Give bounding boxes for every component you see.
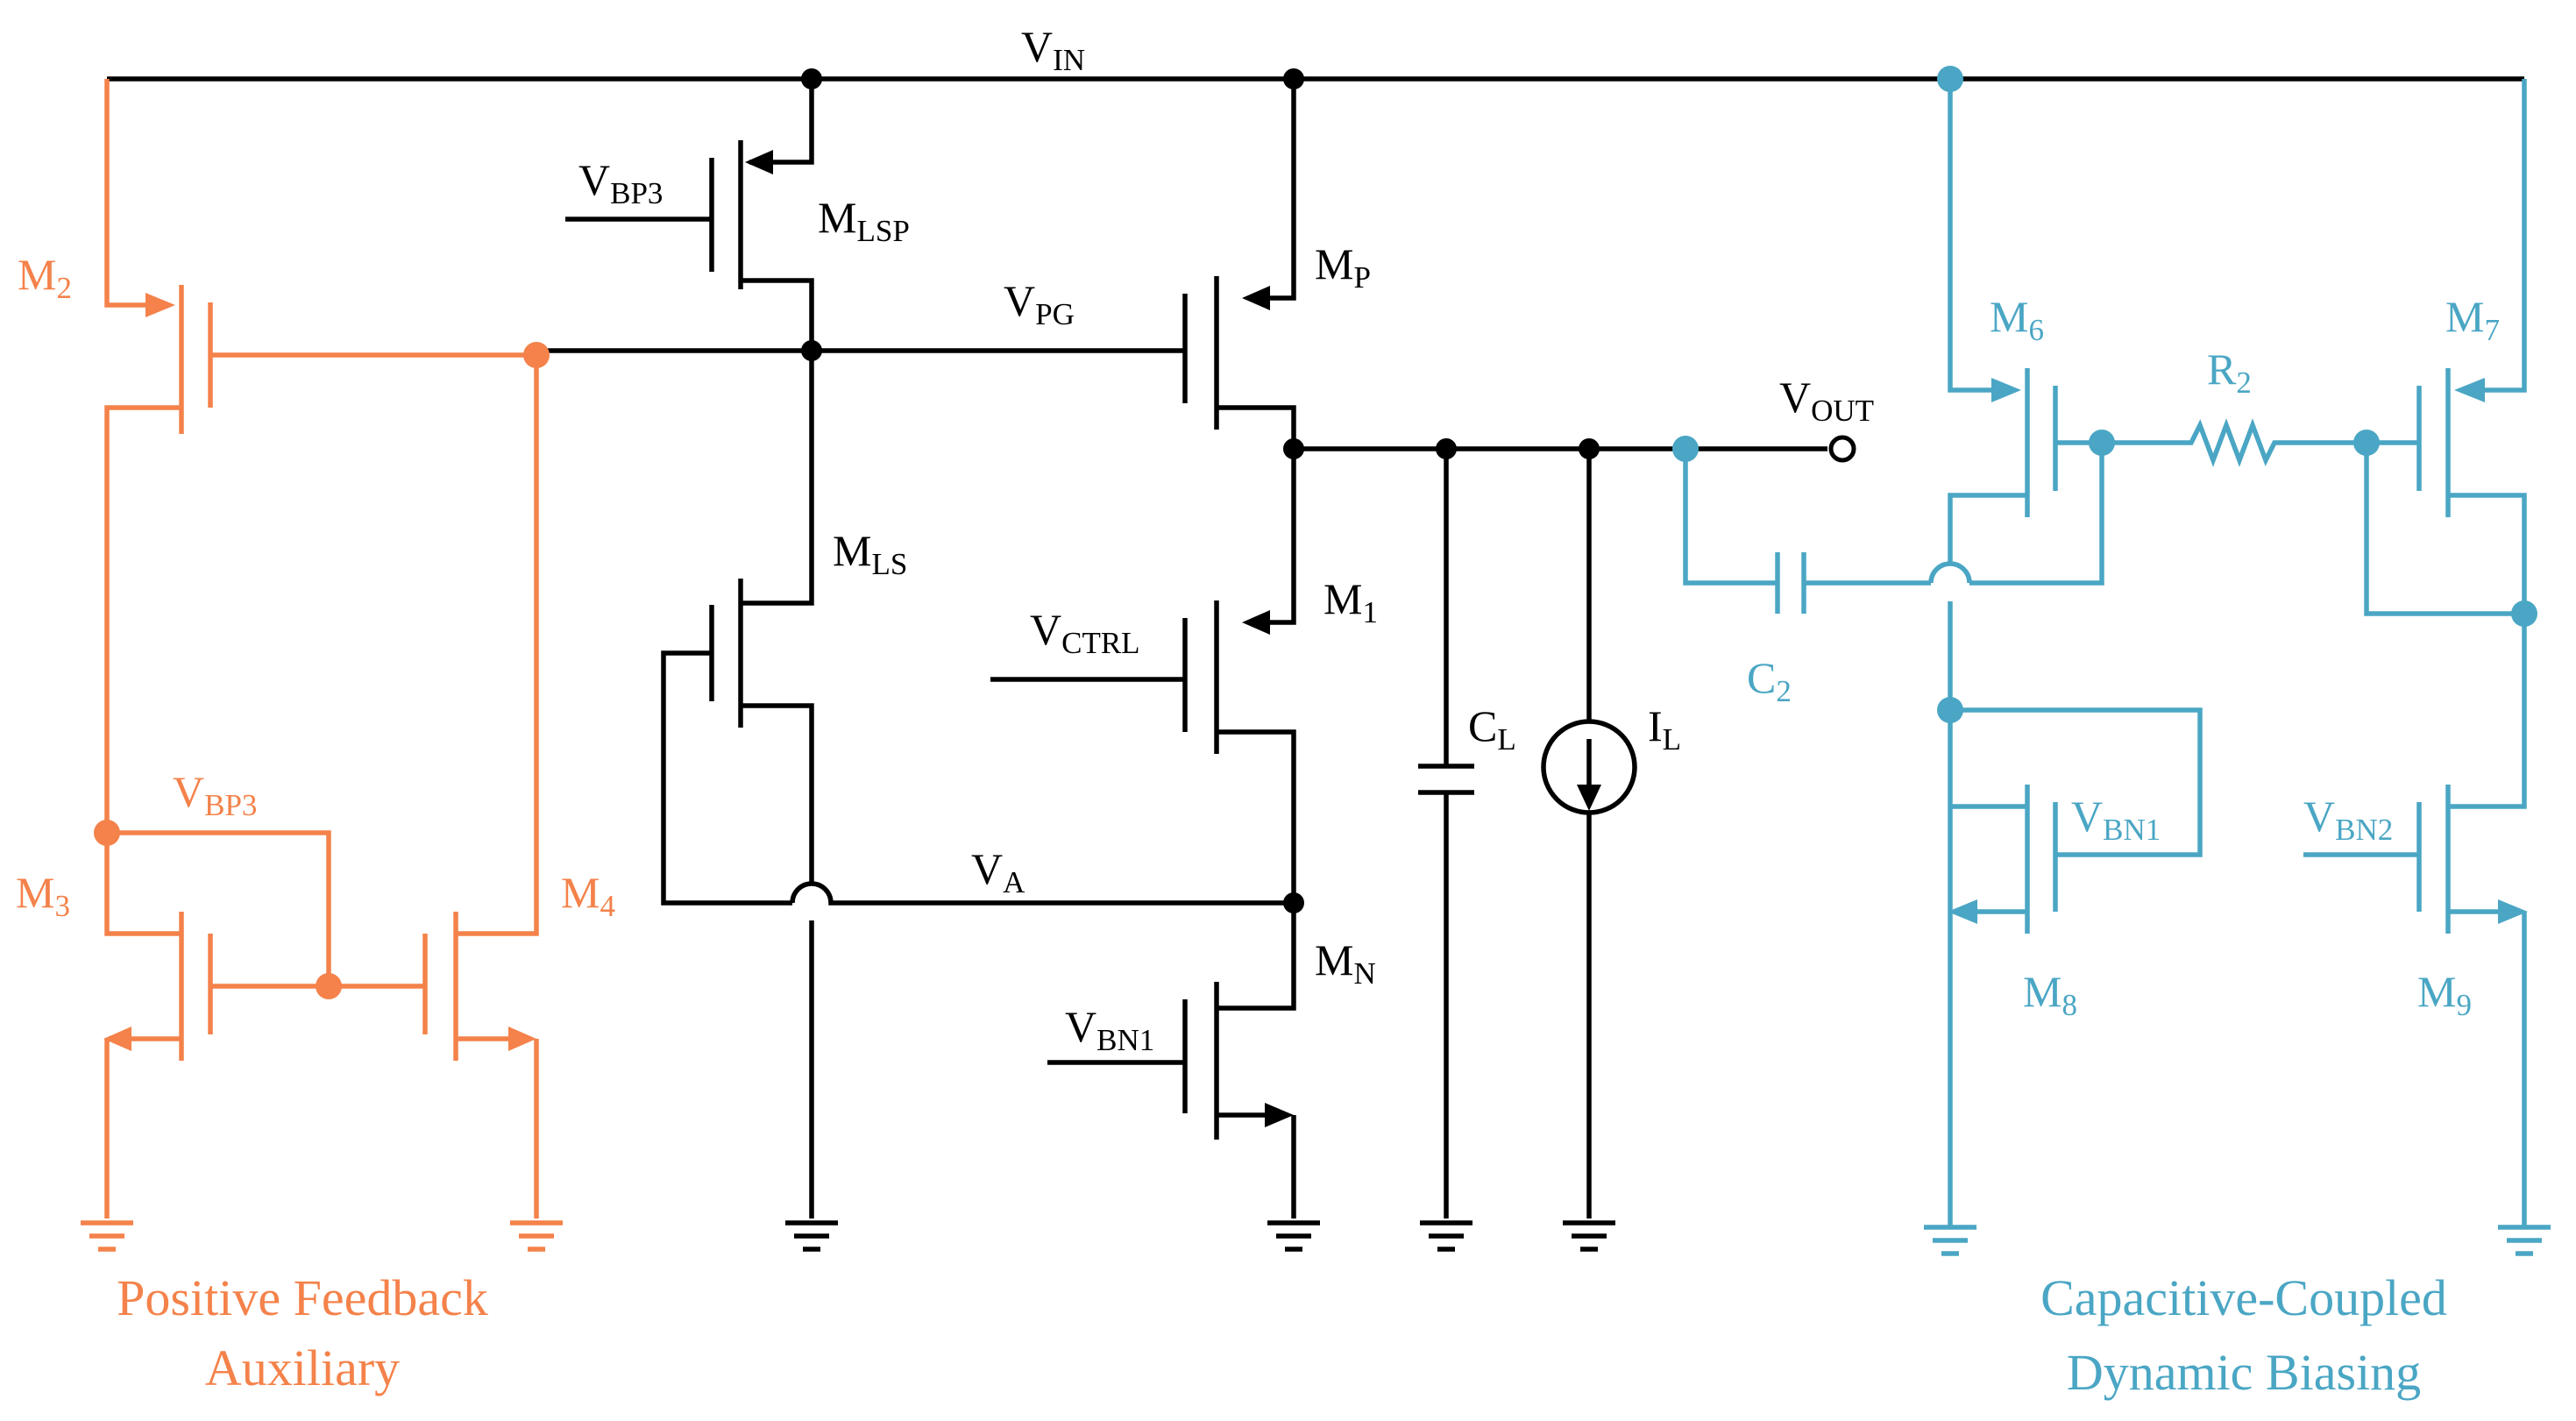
main-circuit bbox=[107, 68, 2524, 1252]
label-c-l: CL bbox=[1468, 701, 1516, 757]
ground-symbol bbox=[785, 1220, 838, 1252]
label-v-bn1: VBN1 bbox=[1065, 1002, 1154, 1057]
junction-dot bbox=[2353, 430, 2380, 456]
vout-terminal bbox=[1828, 435, 1856, 463]
junction-dot bbox=[523, 342, 550, 368]
junction-dot bbox=[1283, 68, 1304, 89]
transistor-m-p bbox=[1182, 79, 1296, 449]
label-m-8: M8 bbox=[2023, 967, 2077, 1022]
label-v-bn1-bias: VBN1 bbox=[2071, 792, 2161, 847]
labels: VIN VBP3 MLSP VPG MP VOUT MLS M1 VCTRL C… bbox=[16, 22, 2500, 1401]
label-v-bp3-aux: VBP3 bbox=[173, 767, 257, 822]
label-v-out: VOUT bbox=[1779, 373, 1874, 428]
junction-dot bbox=[1937, 697, 1963, 723]
load-current-source bbox=[1541, 449, 1637, 1219]
junction-dot bbox=[1579, 438, 1600, 459]
positive-feedback-auxiliary bbox=[81, 79, 563, 1252]
label-v-bn2: VBN2 bbox=[2303, 792, 2393, 847]
ground-symbol bbox=[1924, 1225, 1976, 1256]
junction-dot bbox=[1283, 438, 1304, 459]
junction-dot bbox=[2511, 600, 2537, 627]
transistor-m-1 bbox=[990, 449, 1296, 903]
label-m-p: MP bbox=[1315, 239, 1371, 295]
label-v-ctrl: VCTRL bbox=[1030, 605, 1140, 660]
va-net bbox=[790, 881, 1294, 906]
label-v-a: VA bbox=[971, 844, 1025, 899]
caption-positive-feedback-line2: Auxiliary bbox=[205, 1339, 400, 1396]
capacitive-coupled-dynamic-biasing bbox=[1672, 66, 2551, 1256]
label-m-2: M2 bbox=[18, 250, 72, 305]
caption-dynamic-biasing-line2: Dynamic Biasing bbox=[2067, 1344, 2421, 1401]
label-m-lsp: MLSP bbox=[818, 193, 910, 248]
label-c-2: C2 bbox=[1747, 653, 1792, 708]
label-m-ls: MLS bbox=[833, 526, 907, 581]
junction-dot bbox=[801, 68, 822, 89]
ground-symbol bbox=[510, 1220, 563, 1252]
transistor-m-lsp bbox=[565, 79, 814, 351]
label-m-n: MN bbox=[1315, 935, 1376, 991]
label-m-1: M1 bbox=[1323, 574, 1378, 629]
load-capacitor bbox=[1418, 449, 1474, 1219]
ground-symbol bbox=[1420, 1220, 1473, 1252]
transistor-m-ls bbox=[661, 579, 814, 1219]
label-v-in: VIN bbox=[1021, 22, 1085, 77]
label-i-l: IL bbox=[1648, 701, 1681, 757]
ground-symbol bbox=[1563, 1220, 1615, 1252]
transistor-m-n bbox=[1047, 903, 1296, 1219]
junction-dot bbox=[1283, 892, 1304, 913]
junction-dot bbox=[801, 340, 822, 361]
label-m-7: M7 bbox=[2445, 292, 2500, 347]
caption-positive-feedback-line1: Positive Feedback bbox=[117, 1269, 488, 1326]
junction-dot bbox=[94, 820, 120, 846]
mls-gate-node bbox=[741, 351, 814, 606]
ground-symbol bbox=[2498, 1225, 2551, 1256]
junction-dot bbox=[1436, 438, 1457, 459]
label-m-3: M3 bbox=[16, 868, 70, 923]
label-m-9: M9 bbox=[2417, 967, 2472, 1022]
label-m-4: M4 bbox=[561, 868, 615, 923]
caption-dynamic-biasing-line1: Capacitive-Coupled bbox=[2040, 1269, 2447, 1326]
ground-symbol bbox=[1267, 1220, 1320, 1252]
label-v-bp3: VBP3 bbox=[578, 155, 663, 210]
junction-dot bbox=[2089, 430, 2115, 456]
junction-dot bbox=[1937, 66, 1963, 92]
label-m-6: M6 bbox=[1990, 292, 2044, 347]
junction-dot bbox=[1672, 436, 1699, 462]
junction-dot bbox=[316, 973, 342, 999]
ground-symbol bbox=[81, 1220, 133, 1252]
label-r-2: R2 bbox=[2207, 345, 2252, 400]
label-v-pg: VPG bbox=[1004, 276, 1075, 331]
